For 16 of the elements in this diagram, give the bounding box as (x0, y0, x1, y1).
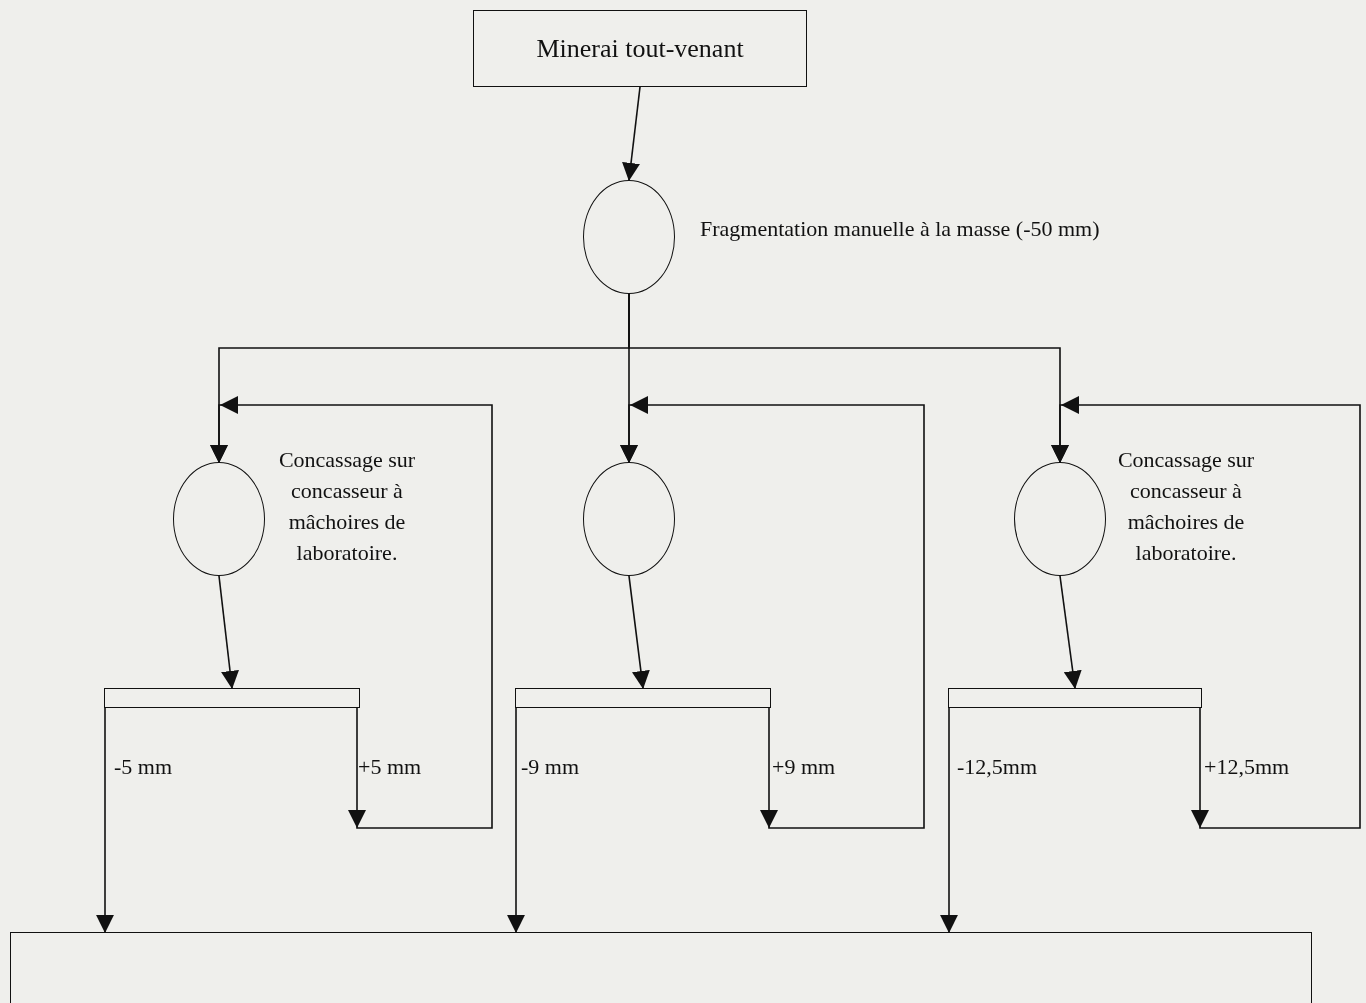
step-description: Fragmentation manuelle à la masse (-50 mm) (700, 215, 1101, 243)
edge-label: +12,5mm (1204, 756, 1290, 778)
edge-label: +5 mm (358, 756, 422, 778)
box-label: Minerai tout-venant (536, 33, 744, 65)
process-circle (1014, 462, 1106, 576)
step-description: Concassage sur concasseur à mâchoires de laboratoire. (1116, 446, 1256, 567)
edge-label: +9 mm (772, 756, 836, 778)
step-description: Concassage sur concasseur à mâchoires de laboratoire. (277, 446, 417, 567)
screen-bar (948, 688, 1202, 708)
output-box (10, 932, 1312, 1003)
screen-bar (515, 688, 771, 708)
edge-label: -12,5mm (957, 756, 1038, 778)
edge-label: -9 mm (521, 756, 580, 778)
screen-bar (104, 688, 360, 708)
edge-label: -5 mm (114, 756, 173, 778)
process-box (473, 10, 807, 87)
